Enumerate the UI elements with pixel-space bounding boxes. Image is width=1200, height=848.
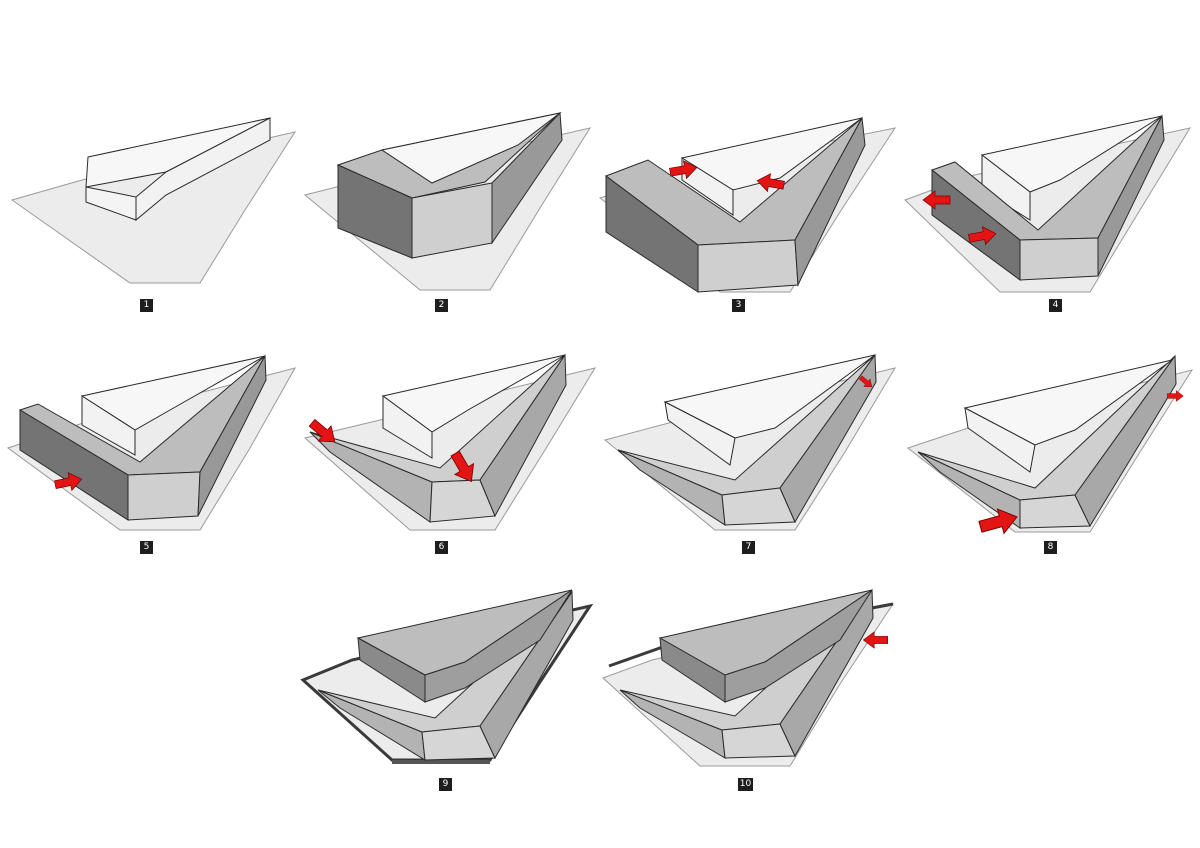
lifted-box-face — [664, 401, 736, 466]
folded-wing-right — [479, 353, 567, 518]
step-3-massing — [598, 116, 897, 293]
volume-front-face — [127, 471, 201, 521]
step-10-massing — [602, 588, 895, 767]
step-number-5: 5 — [140, 541, 153, 554]
volume-right-face — [794, 116, 866, 287]
step-8-massing — [906, 354, 1194, 540]
inner-box-face — [81, 395, 136, 456]
volume-right-face — [197, 354, 267, 517]
raised-box-side — [424, 589, 573, 703]
lifted-box-face — [964, 407, 1036, 473]
box-side — [135, 117, 271, 222]
inner-box-top — [380, 112, 561, 184]
step-number-6: 6 — [435, 541, 448, 554]
volume-right-face — [491, 111, 563, 245]
step-number-3: 3 — [732, 299, 745, 312]
step-9-massing — [300, 589, 594, 764]
step-4-massing — [904, 114, 1192, 293]
inner-box-face — [981, 153, 1031, 221]
volume-front-face — [1019, 237, 1099, 281]
raised-box-side — [724, 589, 873, 703]
step-1-massing — [10, 117, 297, 284]
site-plane-rim — [392, 760, 490, 764]
step-number-7: 7 — [742, 541, 755, 554]
step-number-4: 4 — [1049, 299, 1062, 312]
volume-right-face — [1097, 114, 1165, 277]
step-number-9: 9 — [439, 778, 452, 791]
volume-front-face — [697, 239, 799, 293]
step-7-massing — [603, 353, 897, 531]
step-number-2: 2 — [435, 299, 448, 312]
step-6-massing — [303, 353, 597, 531]
folded-wing-right — [1074, 354, 1177, 528]
site-plane — [10, 131, 297, 284]
inner-box-face — [382, 395, 433, 459]
folded-wing-right — [779, 353, 877, 524]
step-number-10: 10 — [738, 778, 753, 791]
step-5-massing — [6, 354, 297, 531]
step-number-8: 8 — [1044, 541, 1057, 554]
step-2-massing — [303, 111, 592, 291]
step-number-1: 1 — [140, 299, 153, 312]
